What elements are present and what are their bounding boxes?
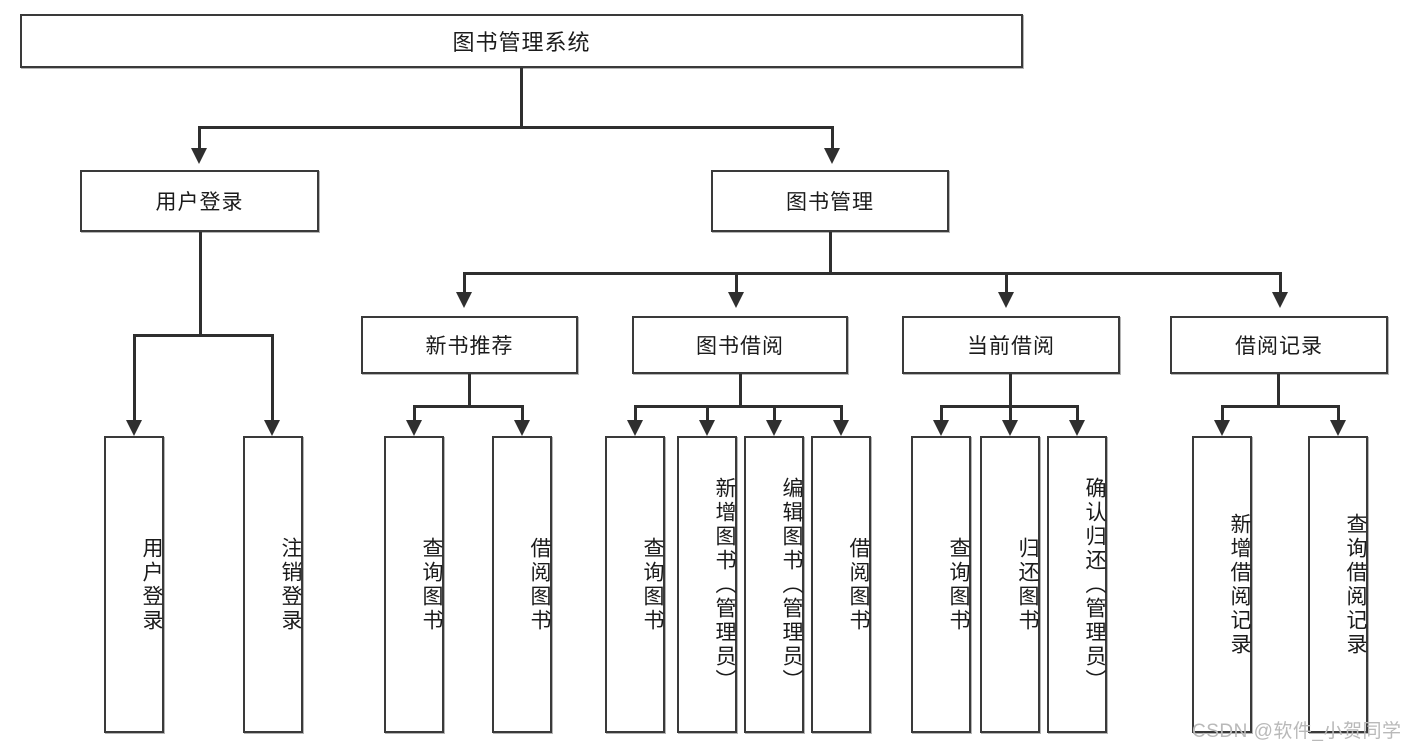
connector-book-management-stem [829,232,832,272]
node-user-login[interactable]: 用户登录 [80,170,319,232]
connector-borrow-record-bus [1221,405,1339,408]
connector-book-borrow-to-leaf-3 [773,405,776,420]
leaf-query-book-3[interactable]: 查询图书 [911,436,971,733]
arrowhead-book-borrow-to-leaf-4 [833,420,849,436]
connector-user-login-bus [133,334,273,337]
leaf-label: 确认归还（管理员） [1083,476,1106,693]
connector-user-login-stem [199,232,202,334]
connector-new-book-to-leaf-2 [521,405,524,420]
node-current-borrow[interactable]: 当前借阅 [902,316,1120,374]
arrowhead-new-book-to-leaf-2 [514,420,530,436]
arrowhead-borrow-record-to-leaf-1 [1214,420,1230,436]
leaf-label: 用户登录 [140,536,163,633]
leaf-confirm-return[interactable]: 确认归还（管理员） [1047,436,1107,733]
connector-new-book-bus [413,405,523,408]
node-book-management[interactable]: 图书管理 [711,170,949,232]
connector-root-to-user-login [198,126,201,148]
connector-new-book-to-leaf-1 [413,405,416,420]
arrowhead-new-book-to-leaf-1 [406,420,422,436]
arrowhead-borrow-record-to-leaf-2 [1330,420,1346,436]
leaf-edit-book[interactable]: 编辑图书（管理员） [744,436,804,733]
node-new-book-recommend[interactable]: 新书推荐 [361,316,578,374]
leaf-label: 注销登录 [279,536,302,633]
connector-user-login-to-leaf-2 [271,334,274,420]
connector-book-management-bus [463,272,1279,275]
connector-borrow-record-stem [1277,374,1280,405]
arrowhead-user-login-to-leaf-2 [264,420,280,436]
connector-bm-to-current-borrow [1005,272,1008,292]
leaf-add-record[interactable]: 新增借阅记录 [1192,436,1252,733]
arrowhead-bm-to-new-book [456,292,472,308]
connector-root-stem [520,68,523,126]
arrowhead-book-borrow-to-leaf-3 [766,420,782,436]
leaf-label: 查询图书 [947,536,970,633]
leaf-return-book[interactable]: 归还图书 [980,436,1040,733]
leaf-logout-login[interactable]: 注销登录 [243,436,303,733]
arrowhead-bm-to-current-borrow [998,292,1014,308]
leaf-label: 归还图书 [1016,536,1039,633]
leaf-label: 借阅图书 [528,536,551,633]
leaf-label: 新增图书（管理员） [713,476,736,693]
connector-book-borrow-to-leaf-1 [634,405,637,420]
connector-bm-to-borrow-record [1279,272,1282,292]
leaf-query-book-2[interactable]: 查询图书 [605,436,665,733]
leaf-add-book[interactable]: 新增图书（管理员） [677,436,737,733]
connector-book-borrow-bus [634,405,842,408]
arrowhead-current-borrow-to-leaf-1 [933,420,949,436]
leaf-label: 编辑图书（管理员） [780,476,803,693]
node-borrow-record[interactable]: 借阅记录 [1170,316,1388,374]
connector-root-bus [198,126,834,129]
arrowhead-user-login-to-leaf-1 [126,420,142,436]
connector-book-borrow-stem [739,374,742,405]
arrowhead-book-borrow-to-leaf-1 [627,420,643,436]
arrowhead-current-borrow-to-leaf-3 [1069,420,1085,436]
leaf-label: 查询图书 [420,536,443,633]
connector-current-borrow-to-leaf-3 [1076,405,1079,420]
connector-new-book-stem [468,374,471,405]
leaf-label: 新增借阅记录 [1228,512,1251,657]
arrowhead-root-to-book-management [824,148,840,164]
connector-current-borrow-to-leaf-1 [940,405,943,420]
leaf-borrow-book-2[interactable]: 借阅图书 [811,436,871,733]
connector-current-borrow-to-leaf-2 [1009,405,1012,420]
leaf-query-record[interactable]: 查询借阅记录 [1308,436,1368,733]
connector-book-borrow-to-leaf-2 [706,405,709,420]
connector-root-to-book-management [831,126,834,148]
arrowhead-current-borrow-to-leaf-2 [1002,420,1018,436]
arrowhead-bm-to-borrow-record [1272,292,1288,308]
connector-user-login-to-leaf-1 [133,334,136,420]
arrowhead-book-borrow-to-leaf-2 [699,420,715,436]
connector-borrow-record-to-leaf-1 [1221,405,1224,420]
connector-book-borrow-to-leaf-4 [840,405,843,420]
node-root-book-management-system[interactable]: 图书管理系统 [20,14,1023,68]
connector-bm-to-book-borrow [735,272,738,292]
arrowhead-bm-to-book-borrow [728,292,744,308]
leaf-user-login[interactable]: 用户登录 [104,436,164,733]
connector-borrow-record-to-leaf-2 [1337,405,1340,420]
leaf-query-book-1[interactable]: 查询图书 [384,436,444,733]
connector-bm-to-new-book [463,272,466,292]
leaf-label: 查询借阅记录 [1344,512,1367,657]
leaf-label: 查询图书 [641,536,664,633]
node-book-borrow[interactable]: 图书借阅 [632,316,848,374]
connector-current-borrow-stem [1009,374,1012,405]
leaf-borrow-book-1[interactable]: 借阅图书 [492,436,552,733]
leaf-label: 借阅图书 [847,536,870,633]
arrowhead-root-to-user-login [191,148,207,164]
